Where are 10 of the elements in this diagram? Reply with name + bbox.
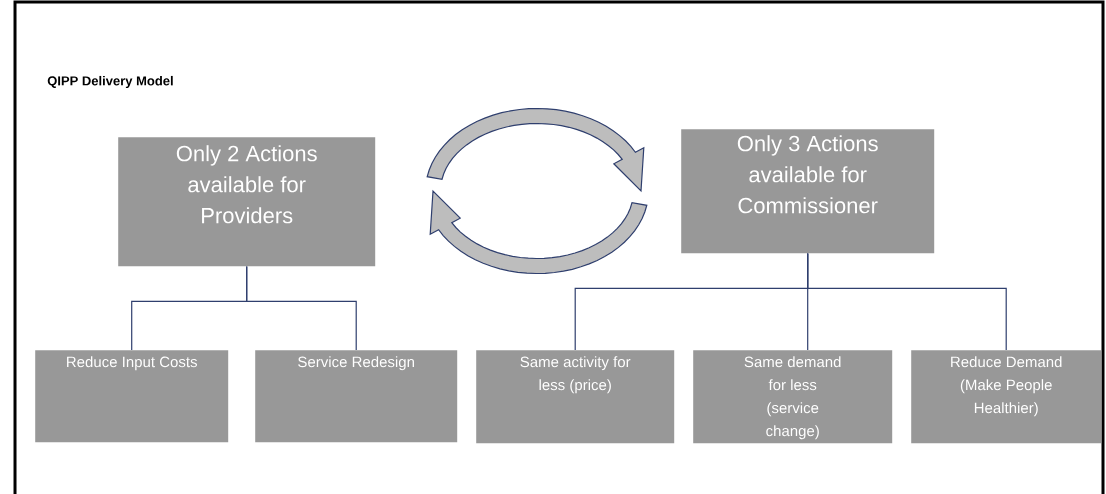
connector-line: [246, 265, 357, 351]
action-box: Same demand for less (service change): [693, 350, 893, 444]
actor-box: Only 3 Actions available for Commissioner: [681, 129, 935, 254]
action-box: Reduce Demand (Make People Healthier): [911, 350, 1102, 444]
action-box: Reduce Input Costs: [35, 350, 229, 443]
action-box: Same activity for less (price): [476, 350, 675, 444]
diagram-title: QIPP Delivery Model: [47, 75, 173, 89]
actor-box: Only 2 Actions available for Providers: [118, 137, 376, 267]
action-box: Service Redesign: [255, 350, 458, 443]
connector-line: [807, 252, 1007, 351]
